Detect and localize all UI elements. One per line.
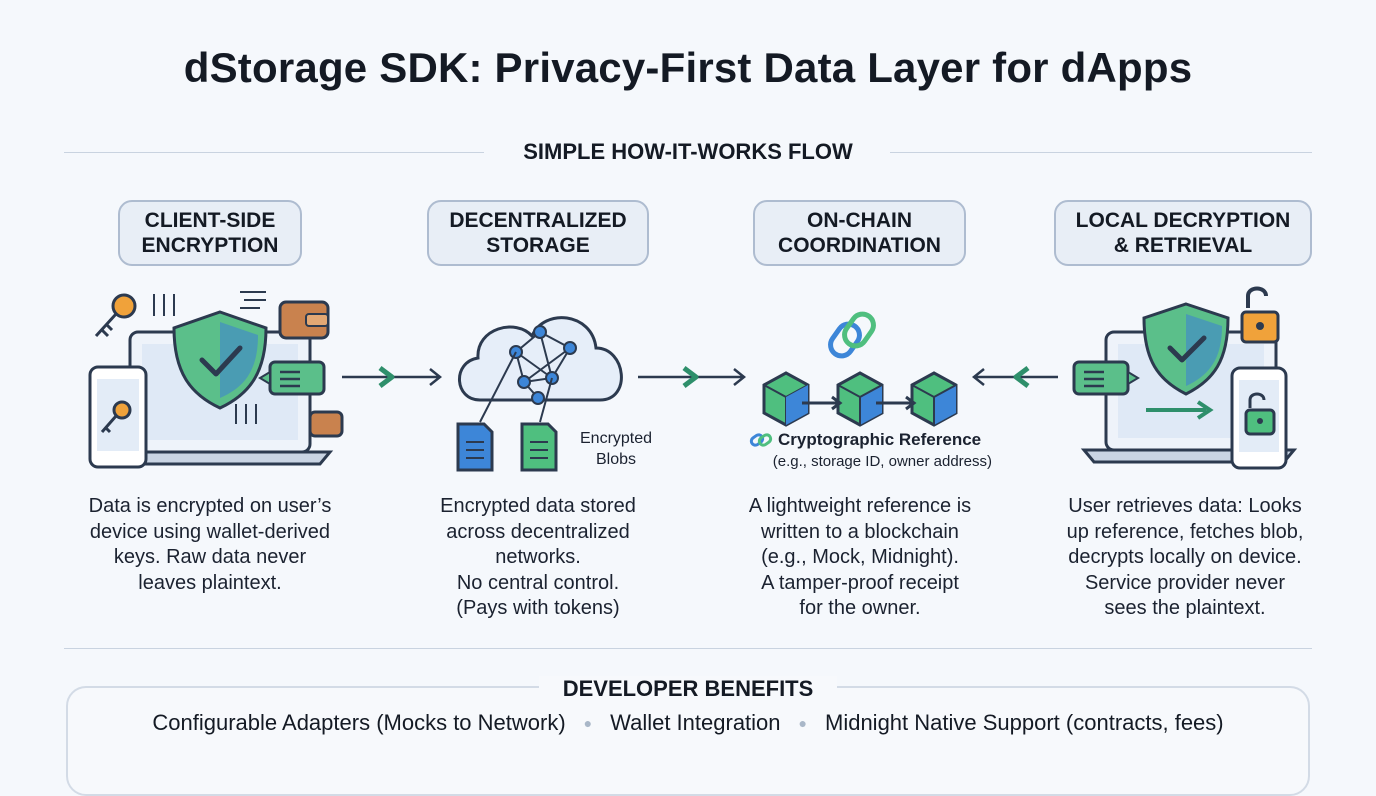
encryption-illustration — [88, 291, 344, 469]
link-icon — [749, 433, 773, 447]
flow-section-label: SIMPLE HOW-IT-WORKS FLOW — [0, 139, 1376, 165]
flow-arrow-2 — [638, 366, 747, 388]
encrypted-message-icon-right — [1072, 360, 1140, 396]
benefits-divider — [64, 648, 1312, 649]
decryption-illustration — [1072, 286, 1298, 470]
wallet-icon-small — [308, 410, 344, 438]
key-icon-small — [100, 400, 132, 434]
bullet-dot-icon: ● — [798, 715, 807, 731]
block-cube-3 — [910, 371, 958, 427]
flow-rule-left — [64, 152, 484, 153]
file-icon-blue — [456, 422, 494, 472]
block-cube-2 — [836, 371, 884, 427]
crypto-reference-subtitle: (e.g., storage ID, owner address) — [772, 453, 992, 470]
wallet-icon — [278, 300, 330, 340]
benefits-panel — [66, 686, 1310, 796]
open-lock-icon-green — [1244, 392, 1276, 436]
benefit-item: Wallet Integration — [610, 710, 781, 735]
flow-rule-right — [890, 152, 1312, 153]
crypto-reference-label: Cryptographic Reference (e.g., storage I… — [748, 429, 992, 470]
bullet-dot-icon: ● — [583, 715, 593, 731]
crypto-reference-title: Cryptographic Reference — [778, 430, 982, 449]
blockchain-illustration — [762, 311, 958, 427]
file-icon-green — [520, 422, 558, 472]
retrieval-arrow-icon — [1146, 400, 1214, 420]
storage-illustration — [456, 316, 623, 472]
step-box-local-decryption: LOCAL DECRYPTION& RETRIEVAL — [1054, 200, 1312, 266]
page-title: dStorage SDK: Privacy-First Data Layer f… — [183, 44, 1193, 91]
block-cube-1 — [762, 371, 810, 427]
benefit-item: Configurable Adapters (Mocks to Network) — [152, 710, 566, 735]
open-lock-icon — [1240, 286, 1280, 344]
key-icon — [94, 293, 137, 338]
flow-arrow-1 — [342, 366, 443, 388]
network-graph-icon — [514, 330, 572, 399]
benefits-list: Configurable Adapters (Mocks to Network)… — [0, 710, 1376, 736]
chain-link-icon — [828, 311, 876, 359]
encrypted-message-icon — [258, 360, 326, 396]
flow-arrow-3 — [971, 366, 1058, 388]
benefit-item: Midnight Native Support (contracts, fees… — [825, 710, 1224, 735]
benefits-section-label: DEVELOPER BENEFITS — [0, 676, 1376, 702]
